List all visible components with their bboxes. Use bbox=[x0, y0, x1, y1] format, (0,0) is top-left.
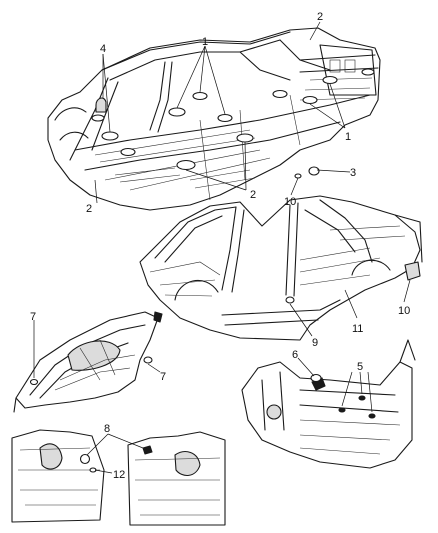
callout-12: 12 bbox=[113, 469, 125, 481]
view2-leaders bbox=[289, 279, 411, 337]
callout-1-a: 1 bbox=[202, 36, 208, 48]
view3-leaders bbox=[33, 320, 161, 378]
callout-2-b: 2 bbox=[250, 189, 256, 201]
callout-1-b: 1 bbox=[345, 131, 351, 143]
callout-8: 8 bbox=[104, 423, 110, 435]
callout-10-b: 10 bbox=[398, 305, 410, 317]
callout-9: 9 bbox=[312, 337, 318, 349]
callout-5: 5 bbox=[357, 361, 363, 373]
trunk-lid-view bbox=[13, 311, 163, 413]
callout-3: 3 bbox=[350, 167, 356, 179]
callout-11: 11 bbox=[352, 323, 363, 335]
view5-leaders bbox=[86, 433, 144, 474]
quarter-panel-view bbox=[11, 429, 226, 526]
rear-floor-view bbox=[241, 339, 416, 469]
callout-10-a: 10 bbox=[284, 196, 296, 208]
callout-2-a: 2 bbox=[317, 11, 323, 23]
callout-labels: 1 2 4 1 3 2 2 10 10 11 9 7 7 6 5 8 12 bbox=[30, 11, 410, 481]
view1-leaders bbox=[94, 21, 351, 204]
callout-6: 6 bbox=[292, 349, 298, 361]
callout-4: 4 bbox=[100, 43, 106, 55]
view4-leaders bbox=[297, 357, 373, 413]
callout-2-c: 2 bbox=[86, 203, 92, 215]
body-side-view bbox=[139, 195, 423, 341]
callout-7-b: 7 bbox=[160, 371, 166, 383]
callout-7-a: 7 bbox=[30, 311, 36, 323]
floor-pan-view bbox=[47, 27, 381, 211]
